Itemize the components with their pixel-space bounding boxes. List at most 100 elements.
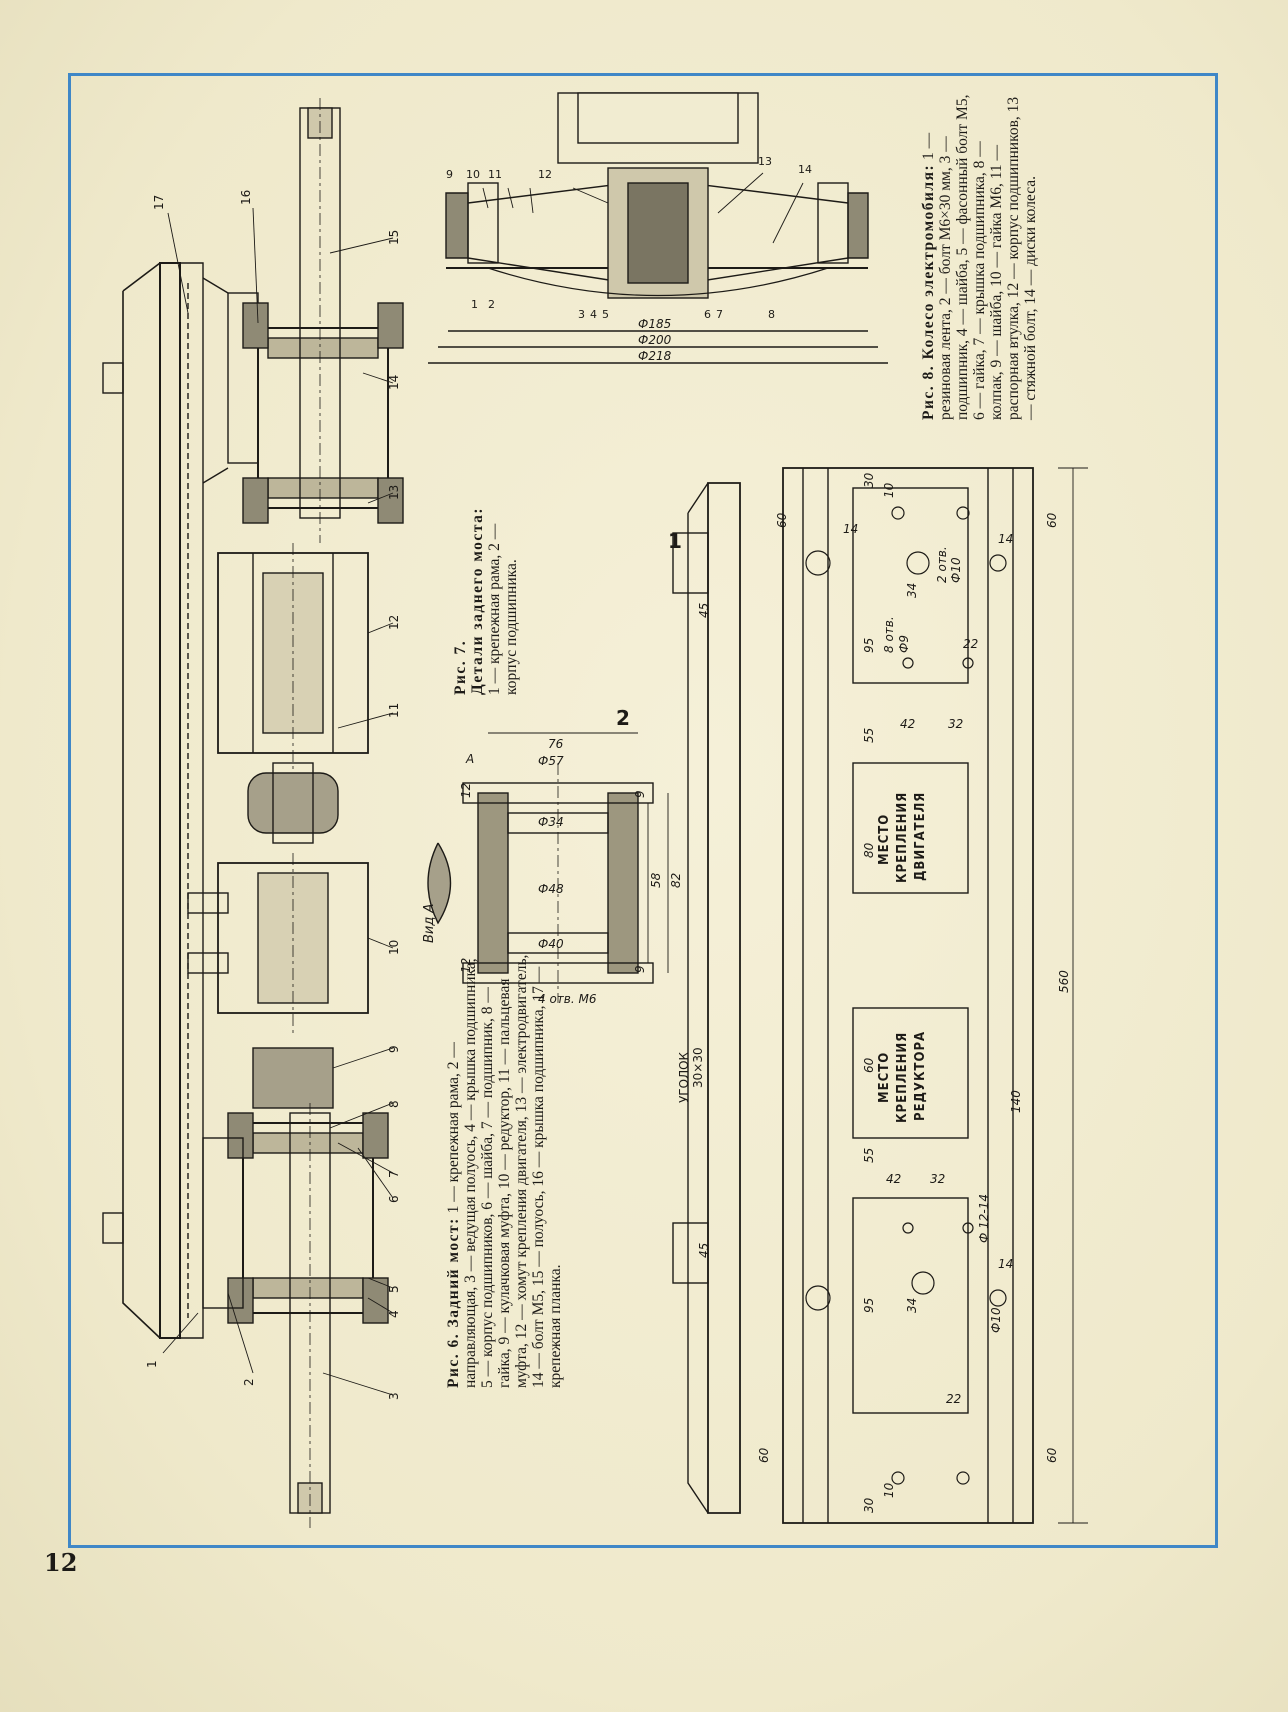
fig7-caption-subtitle: Детали заднего моста: — [469, 506, 486, 695]
dim-60: 60 — [775, 512, 789, 528]
fig8-dim: Ф200 — [638, 333, 672, 347]
fig8-callout: 10 — [466, 168, 480, 181]
phi9: Ф9 — [897, 635, 911, 653]
fig8-dim: Ф185 — [638, 317, 671, 331]
dim-phi57: Ф57 — [538, 754, 564, 768]
dim-34: 34 — [905, 1298, 919, 1313]
fig6-callout: 4 — [387, 1310, 401, 1318]
dim-14: 14 — [843, 522, 858, 536]
dim-32: 32 — [948, 717, 963, 731]
fig7-part-label-1: 1 — [668, 529, 682, 553]
fig6-callout: 17 — [152, 195, 166, 210]
fig6-caption-text: 1 — крепежная рама, 2 — направляющая, 3 … — [445, 954, 564, 1388]
plate-engine-line2: КРЕПЛЕНИЯ — [895, 792, 910, 883]
dim-560: 560 — [1057, 970, 1071, 993]
fig6-callout: 15 — [387, 230, 401, 245]
fig7-part-label-2: 2 — [616, 706, 630, 730]
holes-8: 8 отв. — [882, 616, 896, 653]
dim-60: 60 — [1045, 512, 1059, 528]
fig6-callout: 5 — [387, 1285, 401, 1293]
phi10: Ф10 — [989, 1307, 1003, 1333]
dim-9: 9 — [633, 965, 647, 973]
dim-58: 58 — [649, 872, 663, 888]
fig6-callout: 7 — [387, 1170, 401, 1178]
section-mark-a: А — [465, 752, 474, 766]
dim-9: 9 — [633, 790, 647, 798]
dim-32: 32 — [930, 1172, 945, 1186]
fig6-rear-axle-drawing: 1 2 3 4 5 6 7 8 9 10 11 12 13 14 15 16 1… — [102, 98, 404, 1528]
dim-45: 45 — [697, 603, 711, 618]
angle-label: УГОЛОК — [677, 1051, 691, 1103]
fig7-caption: Рис. 7. Детали заднего моста: 1 — крепеж… — [452, 495, 520, 695]
dim-34: 34 — [905, 583, 919, 598]
plate-reducer-line2: КРЕПЛЕНИЯ — [895, 1032, 910, 1123]
fig8-caption-title: Рис. 8. Колесо электромобиля: — [920, 163, 937, 420]
fig6-callout: 10 — [387, 940, 401, 955]
fig7-caption-title: Рис. 7. — [452, 639, 469, 695]
phi10: Ф10 — [949, 557, 963, 583]
page-number: 12 — [44, 1548, 78, 1577]
fig8-callout: 2 — [488, 298, 495, 311]
page-frame — [68, 73, 1218, 1548]
plate-reducer-line1: МЕСТО — [877, 1052, 892, 1103]
fig6-callout: 1 — [145, 1360, 159, 1368]
dim-10: 10 — [882, 482, 896, 498]
fig7-caption-text: 1 — крепежная рама, 2 — корпус подшипник… — [486, 523, 520, 695]
dim-95: 95 — [862, 638, 876, 653]
fig8-callout: 14 — [798, 163, 812, 176]
dim-14: 14 — [998, 532, 1013, 546]
dim-30: 30 — [862, 472, 876, 488]
fig8-callout: 8 — [768, 308, 775, 321]
fig6-callout: 11 — [387, 703, 401, 718]
fig8-callout: 11 — [488, 168, 502, 181]
dim-42: 42 — [900, 717, 915, 731]
fig6-callout: 9 — [387, 1045, 401, 1053]
dim-42: 42 — [886, 1172, 901, 1186]
dim-22: 22 — [946, 1392, 961, 1406]
fig8-caption: Рис. 8. Колесо электромобиля: 1 — резино… — [920, 90, 1039, 420]
fig6-callout: 13 — [387, 485, 401, 500]
dim-30: 30 — [862, 1497, 876, 1513]
holes-2: 2 отв. — [935, 546, 949, 583]
fig8-callout: 6 — [704, 308, 711, 321]
plate-engine-line1: МЕСТО — [877, 814, 892, 865]
dim-60: 60 — [1045, 1447, 1059, 1463]
fig8-callout: 5 — [602, 308, 609, 321]
fig8-callout: 3 — [578, 308, 585, 321]
dim-60: 60 — [757, 1447, 771, 1463]
angle-size: 30×30 — [691, 1047, 705, 1088]
dim-60-plate: 60 — [862, 1057, 876, 1073]
fig6-callout: 12 — [387, 615, 401, 630]
fig6-callout: 16 — [239, 190, 253, 205]
fig8-caption-text: 1 — резиновая лента, 2 — болт М6×30 мм, … — [920, 94, 1039, 420]
fig6-caption: Рис. 6. Задний мост: 1 — крепежная рама,… — [445, 948, 564, 1388]
fig8-callout: 12 — [538, 168, 552, 181]
dim-55: 55 — [862, 728, 876, 743]
dim-45: 45 — [697, 1243, 711, 1258]
fig8-callout: 9 — [446, 168, 453, 181]
fig6-callout: 14 — [387, 375, 401, 390]
view-a-label: Вид А — [422, 904, 437, 943]
fig8-callout: 13 — [758, 155, 772, 168]
fig6-caption-title: Рис. 6. Задний мост: — [445, 1217, 462, 1388]
plate-engine-line3: ДВИГАТЕЛЯ — [913, 792, 928, 881]
fig8-wheel-drawing: 1 2 3 4 5 6 7 8 9 10 11 12 13 14 Ф185 Ф2… — [428, 92, 888, 364]
dim-phi40: Ф40 — [538, 937, 564, 951]
plate-reducer-line3: РЕДУКТОРА — [913, 1031, 928, 1121]
dim-10: 10 — [882, 1482, 896, 1498]
fig7-angle-frame-drawing: 560 140 60 60 60 60 45 45 30 30 95 95 34… — [616, 467, 1088, 1524]
dim-12: 12 — [459, 958, 473, 973]
dim-55: 55 — [862, 1148, 876, 1163]
drawings: 1 2 3 4 5 6 7 8 9 10 11 12 13 14 15 16 1… — [102, 92, 1088, 1528]
fig6-callout: 6 — [387, 1195, 401, 1203]
dim-12: 12 — [459, 783, 473, 798]
fig8-dim: Ф218 — [638, 349, 672, 363]
fig8-callout: 4 — [590, 308, 597, 321]
dim-phi34: Ф34 — [538, 815, 564, 829]
phi12: Ф 12-14 — [977, 1194, 991, 1243]
dim-95: 95 — [862, 1298, 876, 1313]
dim-14: 14 — [998, 1257, 1013, 1271]
fig8-callout: 1 — [471, 298, 478, 311]
dim-phi48: Ф48 — [538, 882, 564, 896]
dim-140: 140 — [1009, 1090, 1023, 1113]
